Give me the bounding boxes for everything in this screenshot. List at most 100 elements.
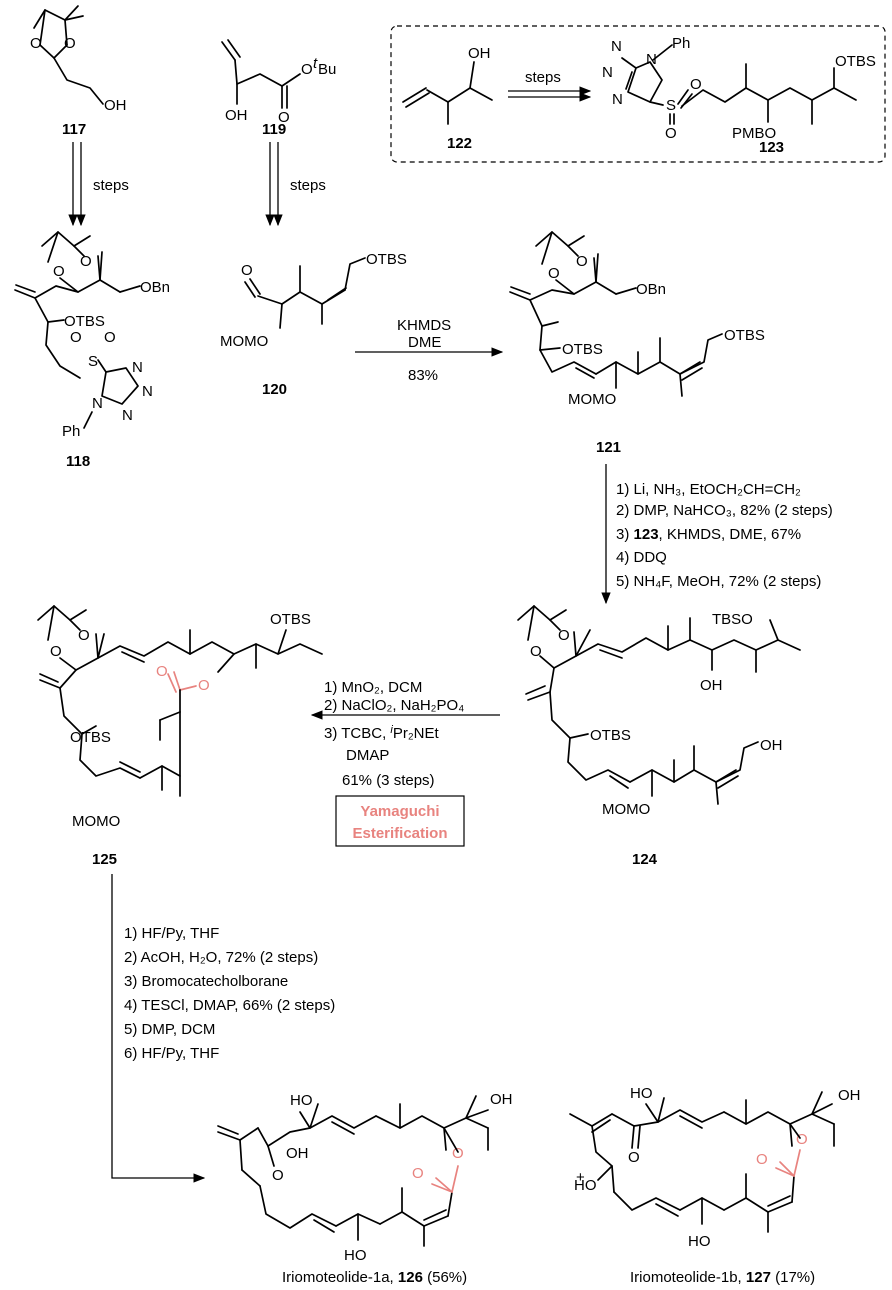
compound-number-122: 122	[447, 135, 472, 152]
nitrogen-label: N	[611, 38, 622, 55]
hydroxyl-label: OH	[490, 1091, 513, 1108]
step-b-5: 5) NH₄F, MeOH, 72% (2 steps)	[616, 573, 821, 590]
oxygen-label: O	[548, 265, 560, 282]
step-d-1: 1) HF/Py, THF	[124, 925, 219, 942]
oxygen-label: O	[690, 76, 702, 93]
step-c-1: 1) MnO₂, DCM	[324, 679, 422, 696]
step-d-3: 3) Bromocatecholborane	[124, 973, 288, 990]
arrow-125-to-products: 1) HF/Py, THF 2) AcOH, H₂O, 72% (2 steps…	[111, 874, 335, 1183]
yamaguchi-label: Yamaguchi	[360, 803, 439, 820]
momo-label: MOMO	[220, 333, 268, 350]
compound-121: O O OBn OTBS OTBS MOMO 121	[509, 231, 765, 456]
plus-sign: +	[576, 1169, 585, 1186]
pmbo-label: PMBO	[732, 125, 776, 142]
hydroxyl-label: OH	[225, 107, 248, 124]
product-caption-127: Iriomoteolide-1b, 127 (17%)	[630, 1269, 815, 1286]
hydroxyl-label: OH	[286, 1145, 309, 1162]
esterification-label: Esterification	[352, 825, 447, 842]
carbonyl-oxygen: O	[156, 663, 168, 680]
momo-label: MOMO	[72, 813, 120, 830]
step-c-5: 61% (3 steps)	[342, 772, 435, 789]
sulfur-label: S	[666, 97, 676, 114]
oxygen-label: O	[665, 125, 677, 142]
solvent-dme: DME	[408, 334, 441, 351]
step-b-4: 4) DDQ	[616, 549, 667, 566]
nitrogen-label: N	[142, 383, 153, 400]
momo-label: MOMO	[568, 391, 616, 408]
otbs-label: OTBS	[70, 729, 111, 746]
step-c-4: DMAP	[346, 747, 389, 764]
arrow-124-to-125: 1) MnO₂, DCM 2) NaClO₂, NaH₂PO₄ 3) TCBC,…	[310, 679, 500, 847]
compound-number-121: 121	[596, 439, 621, 456]
compound-126: HO OH OH O HO O O	[217, 1091, 513, 1264]
oxygen-label: O	[104, 329, 116, 346]
oxygen-label: O	[530, 643, 542, 660]
hydroxyl-label: OH	[468, 45, 491, 62]
benzyloxy-label: OBn	[636, 281, 666, 298]
oxygen-label: O	[576, 253, 588, 270]
carbonyl-oxygen: O	[756, 1151, 768, 1168]
step-d-4: 4) TESCl, DMAP, 66% (2 steps)	[124, 997, 335, 1014]
otbs-label: OTBS	[270, 611, 311, 628]
compound-number-117: 117	[62, 121, 86, 138]
nitrogen-label: N	[92, 395, 103, 412]
step-d-2: 2) AcOH, H₂O, 72% (2 steps)	[124, 949, 318, 966]
hydroxyl-label: OH	[760, 737, 783, 754]
compound-127: HO O OH HO HO O O	[569, 1085, 861, 1250]
otbs-label: OTBS	[562, 341, 603, 358]
hydroxyl-label: OH	[838, 1087, 861, 1104]
compound-117: O O OH 117	[30, 5, 127, 138]
otbs-label: OTBS	[590, 727, 631, 744]
compound-118: O O OBn OTBS S O O N N N N Ph 118	[14, 231, 170, 470]
step-d-5: 5) DMP, DCM	[124, 1021, 215, 1038]
tert-prefix: t	[313, 55, 318, 72]
compound-number-119: 119	[262, 121, 286, 138]
step-b-2: 2) DMP, NaHCO₃, 82% (2 steps)	[616, 502, 833, 519]
oxygen-label: O	[301, 61, 313, 78]
compound-number-124: 124	[632, 851, 658, 868]
oxygen-label: O	[64, 35, 76, 52]
hydroxyl-label: HO	[344, 1247, 367, 1264]
hydroxyl-label: HO	[290, 1092, 313, 1109]
benzyloxy-label: OBn	[140, 279, 170, 296]
oxygen-label: O	[50, 643, 62, 660]
steps-label: steps	[93, 177, 129, 194]
compound-number-125: 125	[92, 851, 117, 868]
compound-119: OH O O t Bu 119	[221, 39, 336, 138]
oxygen-label: O	[78, 627, 90, 644]
oxygen-label: O	[80, 253, 92, 270]
side-chain-box: OH 122 steps N N N N Ph S O O PMBO OTBS …	[390, 25, 886, 163]
step-b-1: 1) Li, NH₃, EtOCH₂CH=CH₂	[616, 481, 801, 498]
ketone-oxygen: O	[628, 1149, 640, 1166]
product-caption-126: Iriomoteolide-1a, 126 (56%)	[282, 1269, 467, 1286]
oxygen-label: O	[30, 35, 42, 52]
compound-number-120: 120	[262, 381, 287, 398]
compound-number-118: 118	[66, 453, 90, 470]
otbs-label: OTBS	[366, 251, 407, 268]
phenyl-label: Ph	[62, 423, 80, 440]
oxygen-label: O	[70, 329, 82, 346]
hydroxyl-label: HO	[688, 1233, 711, 1250]
ester-oxygen: O	[796, 1131, 808, 1148]
step-c-3: 3) TCBC, iPr₂NEt	[324, 724, 440, 742]
otbs-label: OTBS	[64, 313, 105, 330]
compound-124: O O OH TBSO OTBS OH MOMO 124	[517, 605, 801, 868]
nitrogen-label: N	[646, 51, 657, 68]
arrow-117-to-118: steps	[68, 142, 129, 227]
tbso-label: TBSO	[712, 611, 753, 628]
butyl-label: Bu	[318, 61, 336, 78]
yield-83: 83%	[408, 367, 438, 384]
phenyl-label: Ph	[672, 35, 690, 52]
step-b-3: 3) 123, KHMDS, DME, 67%	[616, 526, 801, 543]
oxygen-label: O	[278, 109, 290, 126]
oxygen-label: O	[53, 263, 65, 280]
hydroxyl-label: OH	[700, 677, 723, 694]
yamaguchi-box	[335, 795, 465, 847]
arrow-120-to-121: KHMDS DME 83%	[355, 317, 504, 384]
otbs-label: OTBS	[724, 327, 765, 344]
nitrogen-label: N	[612, 91, 623, 108]
steps-label: steps	[525, 69, 561, 86]
reagent-khmds: KHMDS	[397, 317, 451, 334]
steps-label: steps	[290, 177, 326, 194]
